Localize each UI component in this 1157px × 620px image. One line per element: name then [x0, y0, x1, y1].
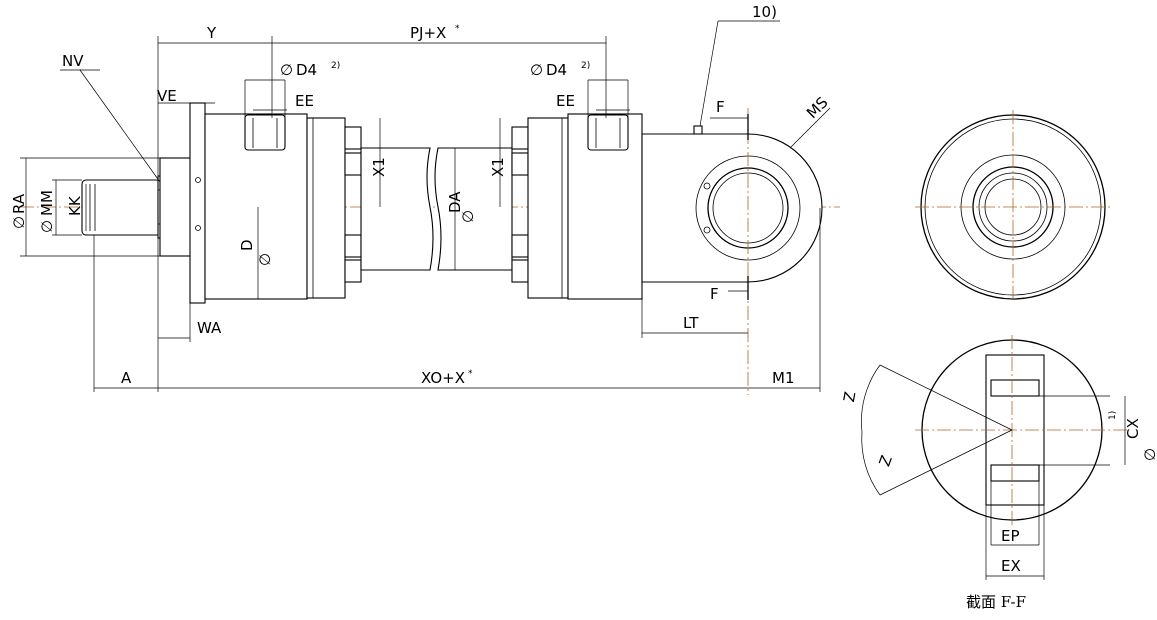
rod-thread-end [81, 179, 163, 236]
label-ee-front: EE [295, 92, 314, 110]
label-f-top: F [716, 98, 725, 116]
label-f-bottom: F [710, 285, 719, 303]
end-view [915, 110, 1110, 302]
label-pj: PJ+X [410, 24, 446, 42]
label-ex: EX [1001, 557, 1021, 575]
label-a: A [121, 369, 132, 387]
label-ms: MS [803, 93, 832, 122]
label-kk: KK [66, 195, 84, 216]
rear-port [587, 114, 629, 151]
label-xo-star: * [468, 369, 473, 379]
diameter-symbol-mm: ∅ [38, 220, 56, 233]
cylinder-side-view [20, 102, 840, 395]
label-xo: XO+X [421, 369, 465, 387]
label-cx-sup: 1) [1108, 411, 1118, 420]
diameter-symbol-ra: ∅ [10, 216, 28, 229]
rear-clevis [641, 133, 823, 283]
label-mm: MM [38, 190, 56, 216]
main-dimensions [20, 20, 831, 392]
label-x1-front: X1 [370, 157, 388, 177]
label-d4-front-sup: 2) [331, 61, 340, 71]
diameter-symbol-cx: ∅ [1141, 448, 1157, 461]
diameter-symbol-da: ∅ [459, 210, 477, 223]
barrel-left [360, 147, 434, 271]
label-d4-front: D4 [296, 61, 317, 79]
label-wa: WA [197, 319, 222, 337]
label-y: Y [206, 24, 217, 42]
gland-plate [189, 102, 206, 304]
bearing-bottom [990, 464, 1040, 482]
labels: Y PJ+X * NV VE ∅ D4 2) ∅ D4 2) EE EE 10)… [10, 3, 1157, 611]
label-x1-rear: X1 [489, 157, 507, 177]
diameter-symbol-d4a: ∅ [280, 61, 293, 79]
label-ra: RA [10, 193, 28, 214]
diameter-symbol-d4b: ∅ [530, 61, 543, 79]
barrel-right [434, 147, 513, 271]
label-z-bottom: Z [875, 453, 895, 469]
section-caption: 截面 F-F [966, 593, 1026, 611]
label-lt: LT [683, 314, 699, 332]
label-d4-rear-sup: 2) [581, 61, 590, 71]
label-cx: CX [1124, 418, 1142, 439]
label-d: D [238, 239, 256, 251]
label-z-top: Z [840, 390, 860, 403]
label-d4-rear: D4 [546, 61, 567, 79]
label-da: DA [446, 191, 464, 213]
label-ee-rear: EE [556, 92, 575, 110]
section-ff-view [861, 335, 1130, 580]
label-ep: EP [1001, 527, 1020, 545]
grease-nipple [693, 125, 703, 135]
front-port [244, 114, 286, 151]
label-pj-star: * [455, 24, 460, 34]
diameter-symbol-d: ∅ [256, 253, 274, 266]
label-note-10: 10) [752, 3, 777, 21]
label-nv: NV [62, 52, 84, 70]
rear-flange [527, 117, 569, 299]
front-bolts [344, 126, 362, 283]
bearing-top [990, 379, 1040, 397]
label-ve: VE [157, 87, 177, 105]
label-m1: M1 [772, 369, 795, 387]
rear-bolts [511, 126, 529, 283]
